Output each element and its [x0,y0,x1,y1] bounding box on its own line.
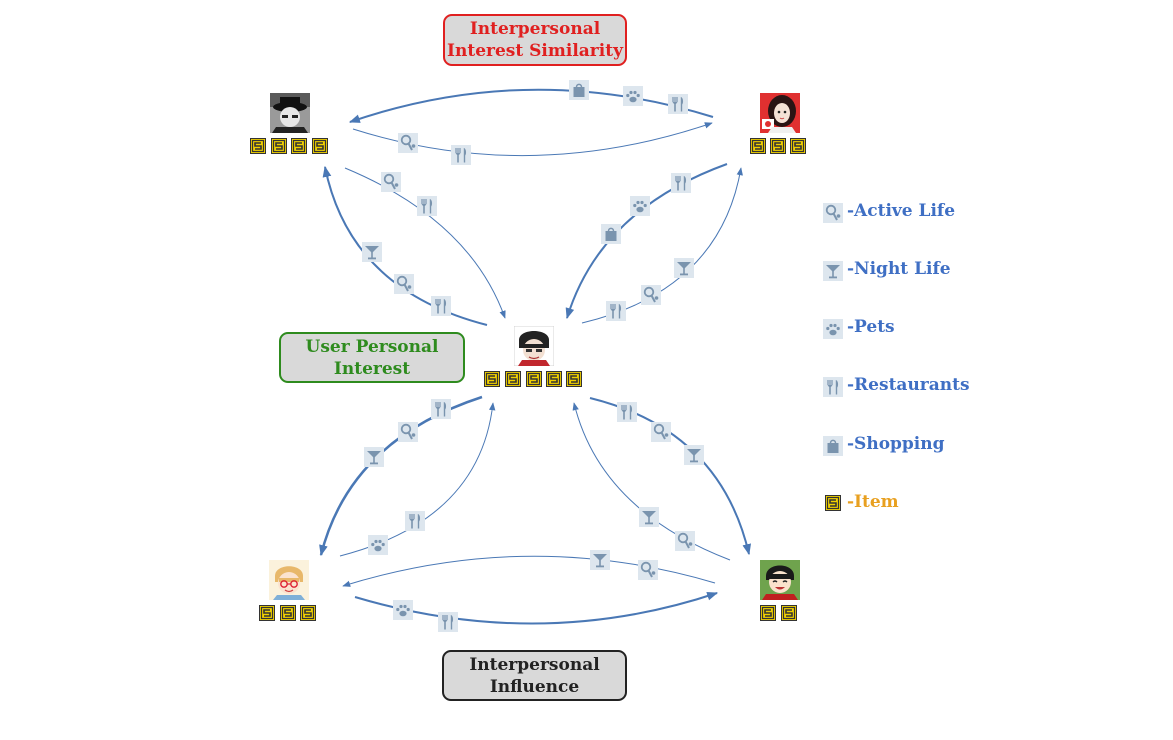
user-bottom-right [760,560,800,621]
avatar [760,560,800,600]
legend-active-life: -Active Life [847,201,956,221]
night-life-icon [590,550,610,570]
item-icon [484,371,500,387]
legend-restaurants: -Restaurants [847,375,970,395]
legend-pets: -Pets [847,317,895,337]
pets-icon [823,319,843,339]
active-life-icon [398,133,418,153]
item-icon [546,371,562,387]
box-line-1: Interpersonal [469,19,601,39]
item-icon [760,605,776,621]
interpersonal-interest-similarity-box: Interpersonal Interest Similarity [443,14,627,66]
pets-icon [623,86,643,106]
restaurants-icon [823,377,843,397]
restaurants-icon [431,399,451,419]
user-top-right [750,93,806,154]
item-icon [770,138,786,154]
box-line-1: User Personal [305,337,439,357]
legend-shopping: -Shopping [847,434,945,454]
legend-item: -Item [847,492,899,512]
restaurants-icon [606,301,626,321]
item-icon [750,138,766,154]
arrow-bottom-right-to-bottom-left [342,555,716,587]
shopping-icon [823,436,843,456]
pets-icon [393,600,413,620]
user-personal-interest-box: User Personal Interest [279,332,465,383]
night-life-icon [639,507,659,527]
item-icon [250,138,266,154]
arrow-bottom-right-to-center [572,402,731,561]
active-life-icon [823,203,843,223]
item-icon [825,495,841,511]
item-icon [526,371,542,387]
arrow-center-to-bottom-left [319,395,483,557]
item-icon [505,371,521,387]
active-life-icon [381,172,401,192]
item-icon [312,138,328,154]
night-life-icon [362,242,382,262]
item-icon [291,138,307,154]
avatar [760,93,800,133]
avatar [270,93,310,133]
user-center [484,326,582,387]
interpersonal-influence-box: Interpersonal Influence [442,650,627,701]
item-icon [566,371,582,387]
night-life-icon [364,447,384,467]
active-life-icon [638,560,658,580]
restaurants-icon [405,511,425,531]
item-icon [300,605,316,621]
legend-icons [823,203,843,511]
restaurants-icon [451,145,471,165]
item-icon [259,605,275,621]
pets-icon [368,535,388,555]
shopping-icon [569,80,589,100]
restaurants-icon [671,173,691,193]
arrow-center-to-top-left [322,165,488,326]
shopping-icon [601,224,621,244]
night-life-icon [684,445,704,465]
restaurants-icon [617,402,637,422]
item-icon [280,605,296,621]
user-top-left [250,93,328,154]
active-life-icon [641,285,661,305]
item-icon [271,138,287,154]
night-life-icon [674,258,694,278]
avatar [514,326,554,366]
night-life-icon [823,261,843,281]
restaurants-icon [668,94,688,114]
user-bottom-left [259,560,316,621]
restaurants-icon [417,196,437,216]
legend-night-life: -Night Life [847,259,951,279]
item-icon [790,138,806,154]
active-life-icon [398,422,418,442]
arrow-top-right-to-center [565,163,728,320]
active-life-icon [394,274,414,294]
box-line-1: Interpersonal [469,655,600,675]
box-line-2: Interest Similarity [447,41,623,61]
item-icon [781,605,797,621]
box-line-2: Influence [489,677,580,697]
box-line-2: Interest [333,359,411,379]
avatar [269,560,309,600]
arrow-top-left-to-center [344,167,506,319]
active-life-icon [651,422,671,442]
active-life-icon [675,531,695,551]
arrow-top-right-to-top-left [348,88,714,123]
restaurants-icon [431,296,451,316]
pets-icon [630,196,650,216]
restaurants-icon [438,612,458,632]
